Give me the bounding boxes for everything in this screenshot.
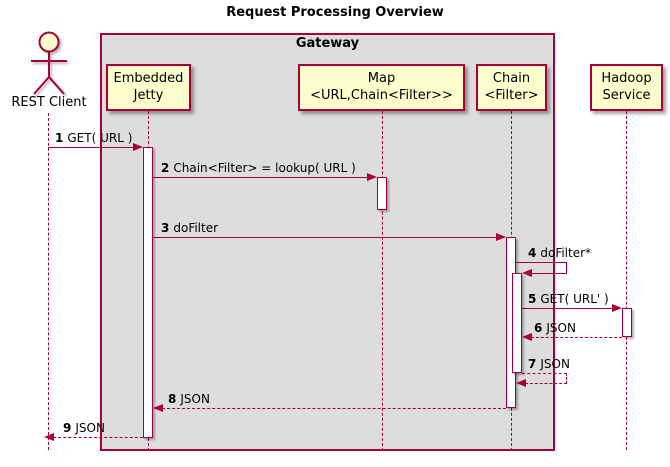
actor-icon	[31, 31, 67, 95]
participant-chain: Chain <Filter>	[476, 64, 547, 111]
participant-name-line2: <Filter>	[484, 87, 539, 103]
message-2-text: Chain<Filter> = lookup( URL )	[173, 161, 356, 175]
activation-embedded-jetty	[143, 147, 153, 438]
message-9-line	[53, 437, 143, 438]
message-3-line	[153, 237, 497, 238]
message-4-line-side	[566, 262, 567, 274]
participant-map: Map <URL,Chain<Filter>>	[298, 64, 465, 111]
participant-name-line2: <URL,Chain<Filter>>	[310, 87, 453, 103]
participant-name-line1: Hadoop	[601, 70, 652, 86]
participant-hadoop-service: Hadoop Service	[590, 64, 663, 111]
message-4-line-bottom	[531, 273, 567, 274]
message-6-number: 6	[534, 321, 543, 335]
message-5-text: GET( URL' )	[540, 292, 609, 306]
message-4-arrowhead	[522, 269, 532, 277]
actor-label: REST Client	[11, 95, 87, 110]
participant-name-line2: Jetty	[133, 87, 164, 103]
message-7-line-top	[522, 373, 567, 374]
message-7-line-side	[566, 373, 567, 384]
message-1-arrowhead	[133, 143, 143, 151]
message-3-text: doFilter	[173, 221, 219, 235]
message-3-arrowhead	[496, 233, 506, 241]
message-9-text: JSON	[75, 421, 105, 435]
activation-chain-inner	[512, 273, 522, 373]
message-6-arrowhead	[522, 333, 532, 341]
participant-embedded-jetty: Embedded Jetty	[106, 64, 191, 111]
message-4-number: 4	[528, 246, 537, 260]
activation-map	[377, 177, 387, 210]
message-4-line-top	[516, 262, 567, 263]
participant-name-line1: Embedded	[113, 70, 184, 86]
message-7-arrowhead	[516, 379, 526, 387]
message-8-line	[162, 408, 506, 409]
message-4-text: doFilter*	[540, 246, 592, 260]
message-1-text: GET( URL )	[67, 131, 133, 145]
lifeline-hadoop-service	[626, 111, 627, 450]
message-5-number: 5	[528, 292, 537, 306]
message-1-line	[48, 147, 134, 148]
message-8-text: JSON	[180, 392, 210, 406]
message-9-arrowhead	[44, 433, 54, 441]
activation-hadoop-service	[622, 308, 632, 337]
lifeline-rest-client	[48, 113, 49, 450]
participant-name-line2: Service	[602, 87, 651, 103]
message-1-number: 1	[55, 131, 64, 145]
message-2-arrowhead	[367, 173, 377, 181]
message-2-line	[153, 177, 368, 178]
message-7-text: JSON	[540, 357, 570, 371]
participant-name-line1: Map	[367, 70, 396, 86]
lifeline-map	[382, 111, 383, 451]
message-7-line-bottom	[525, 383, 567, 384]
participant-name-line1: Chain	[492, 70, 531, 86]
message-8-number: 8	[168, 392, 177, 406]
message-3-number: 3	[161, 221, 170, 235]
message-9-number: 9	[63, 421, 72, 435]
message-8-arrowhead	[153, 404, 163, 412]
message-6-line	[531, 337, 622, 338]
message-7-number: 7	[528, 357, 537, 371]
message-2-number: 2	[161, 161, 170, 175]
message-5-arrowhead	[612, 304, 622, 312]
gateway-frame-label: Gateway	[295, 36, 360, 51]
diagram-title: Request Processing Overview	[226, 5, 444, 20]
message-5-line	[522, 308, 613, 309]
message-6-text: JSON	[546, 321, 576, 335]
